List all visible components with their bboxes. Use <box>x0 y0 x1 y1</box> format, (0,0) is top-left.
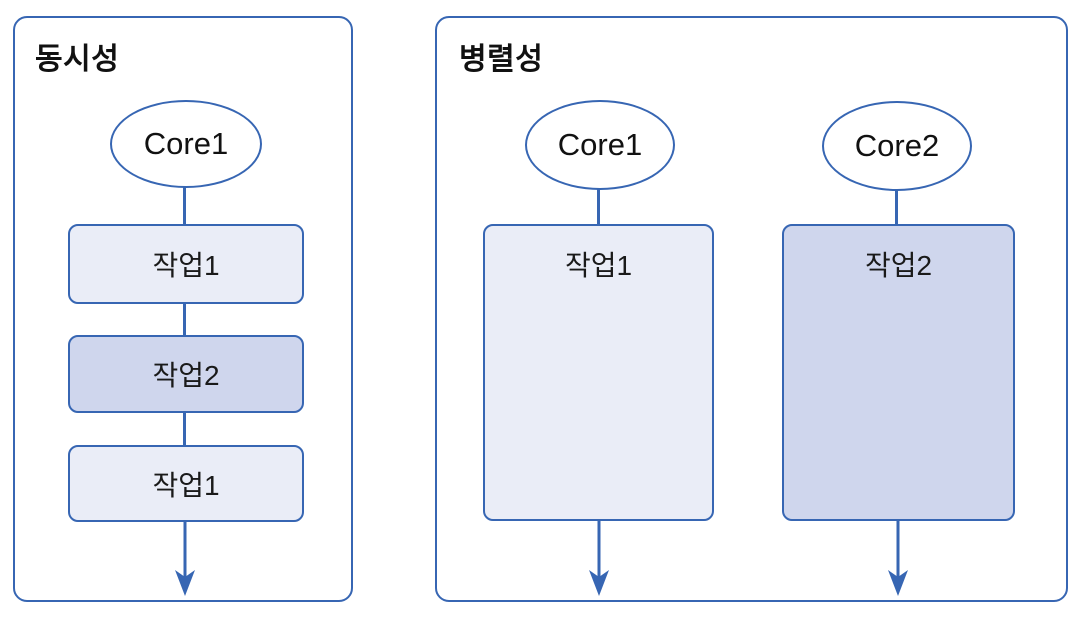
core1-node: Core1 <box>525 100 675 190</box>
connector-task1-to-task2 <box>183 304 186 335</box>
task-box-core2-label: 작업2 <box>864 250 933 281</box>
parallelism-panel-title: 병렬성 <box>459 43 544 76</box>
down-arrow-icon <box>888 521 908 596</box>
concurrency-panel-title: 동시성 <box>35 43 120 76</box>
task-box-3-label: 작업1 <box>152 469 220 501</box>
connector-task2-to-task3 <box>183 413 186 445</box>
core2-label: Core2 <box>854 128 940 163</box>
core1-label: Core1 <box>143 126 229 161</box>
task-box-2: 작업2 <box>68 335 304 413</box>
core1-node: Core1 <box>110 100 262 188</box>
task-box-core1: 작업1 <box>483 224 714 521</box>
task-box-3: 작업1 <box>68 445 304 522</box>
task-box-core1-label: 작업1 <box>564 250 633 281</box>
task-box-1: 작업1 <box>68 224 304 304</box>
task-box-1-label: 작업1 <box>152 250 220 281</box>
parallelism-panel: 병렬성 Core1 작업1 Core2 작업2 <box>435 16 1068 602</box>
connector-core1-to-task <box>597 188 600 228</box>
connector-core2-to-task <box>895 189 898 228</box>
down-arrow-icon <box>175 521 195 596</box>
core1-label: Core1 <box>557 127 643 162</box>
task-box-core2: 작업2 <box>782 224 1015 521</box>
connector-core-to-task1 <box>183 186 186 226</box>
concurrency-panel: 동시성 Core1 작업1 작업2 작업1 <box>13 16 353 602</box>
down-arrow-icon <box>589 521 609 596</box>
core2-node: Core2 <box>822 101 972 191</box>
task-box-2-label: 작업2 <box>152 360 220 391</box>
